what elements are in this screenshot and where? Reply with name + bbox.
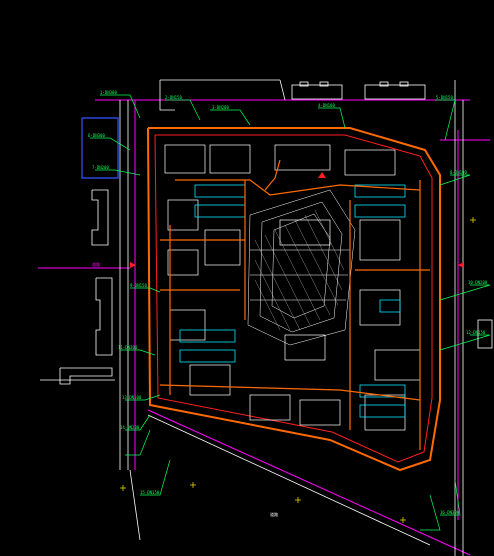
road-edges <box>40 79 464 556</box>
red-markers <box>130 172 464 268</box>
pipe-ring <box>147 127 441 472</box>
central-plaza <box>247 189 356 346</box>
west-buildings <box>59 189 113 385</box>
callout-label: 11-DN300 <box>118 345 138 350</box>
callout-label: 7-DN200 <box>92 165 109 170</box>
callout-label: 9-DN150 <box>130 283 147 288</box>
callout-label: 6-DN300 <box>88 133 105 138</box>
callout-label: 3-DN200 <box>212 105 229 110</box>
callout-label: 8-DN100 <box>450 170 467 175</box>
callout-label: 16-DN300 <box>440 510 460 515</box>
callout-label: 2-DN150 <box>165 95 182 100</box>
east-edge-blocks <box>477 319 493 349</box>
callout-label: 15-DN150 <box>140 490 160 495</box>
north-west-parcel <box>81 117 119 179</box>
property-line <box>38 99 490 556</box>
pipe-network <box>159 159 430 450</box>
callout-leaders <box>90 94 491 531</box>
survey-marks <box>120 217 476 523</box>
pipe-inner <box>154 134 433 463</box>
callout-label: 10-DN200 <box>468 280 488 285</box>
callout-label: 14-DN200 <box>120 425 140 430</box>
north-buildings <box>291 81 426 100</box>
callout-label: 12-DN150 <box>466 330 486 335</box>
callout-label: 13-DN100 <box>122 395 142 400</box>
plaza-hatch <box>254 209 345 331</box>
callout-label: 5-DN150 <box>436 95 453 100</box>
road-label: 道路 <box>92 262 100 267</box>
road-label: 道路 <box>270 512 278 517</box>
callout-label: 1-DN300 <box>100 90 117 95</box>
callout-label: 4-DN100 <box>318 103 335 108</box>
